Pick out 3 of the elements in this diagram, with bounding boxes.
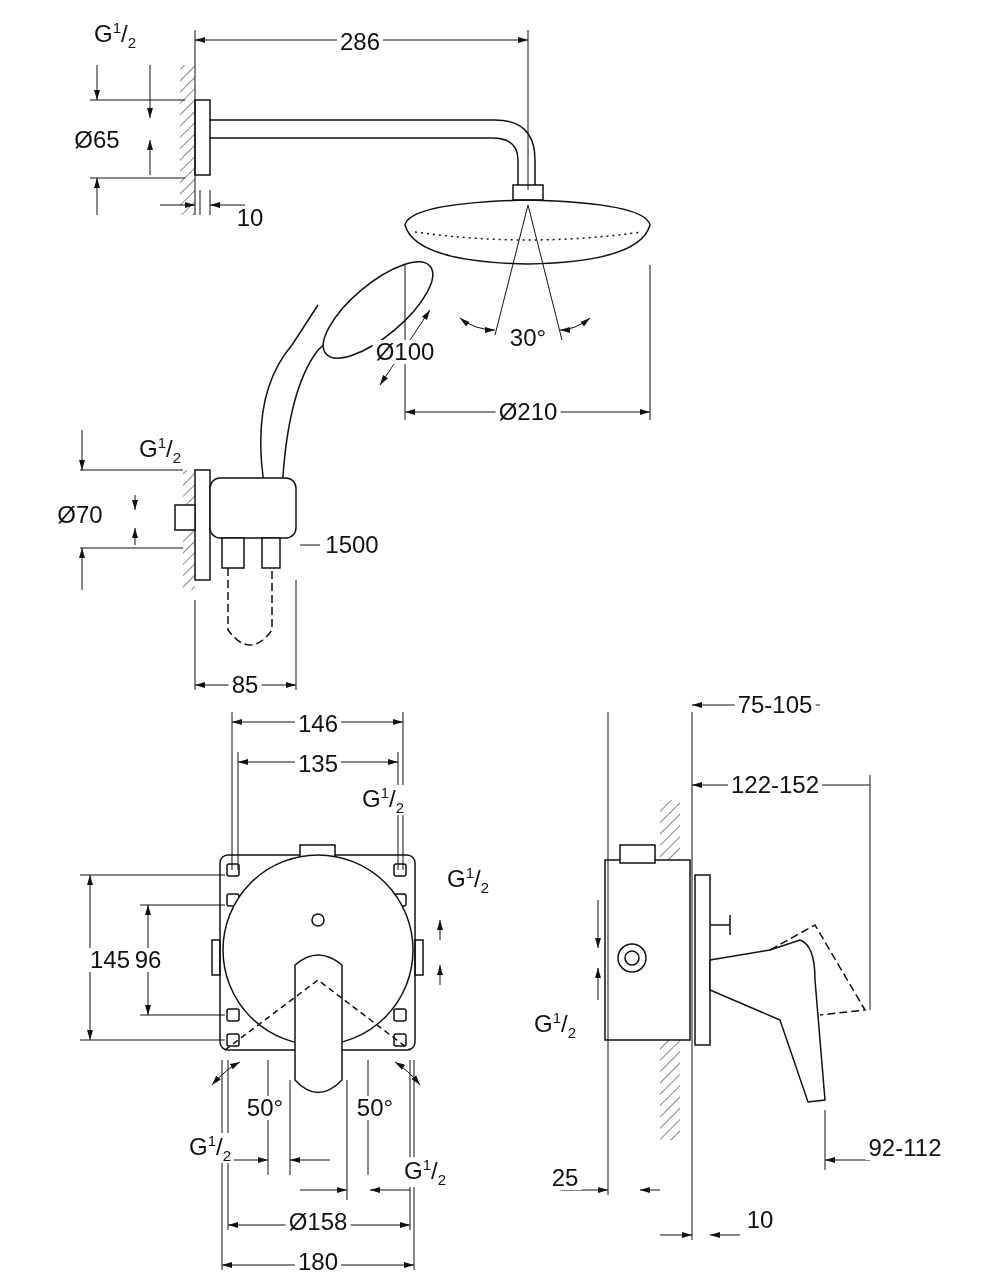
dimension-label: Ø158 — [285, 1210, 351, 1234]
dimension-label: Ø210 — [495, 400, 561, 424]
dimension-label: 145 — [87, 948, 133, 972]
